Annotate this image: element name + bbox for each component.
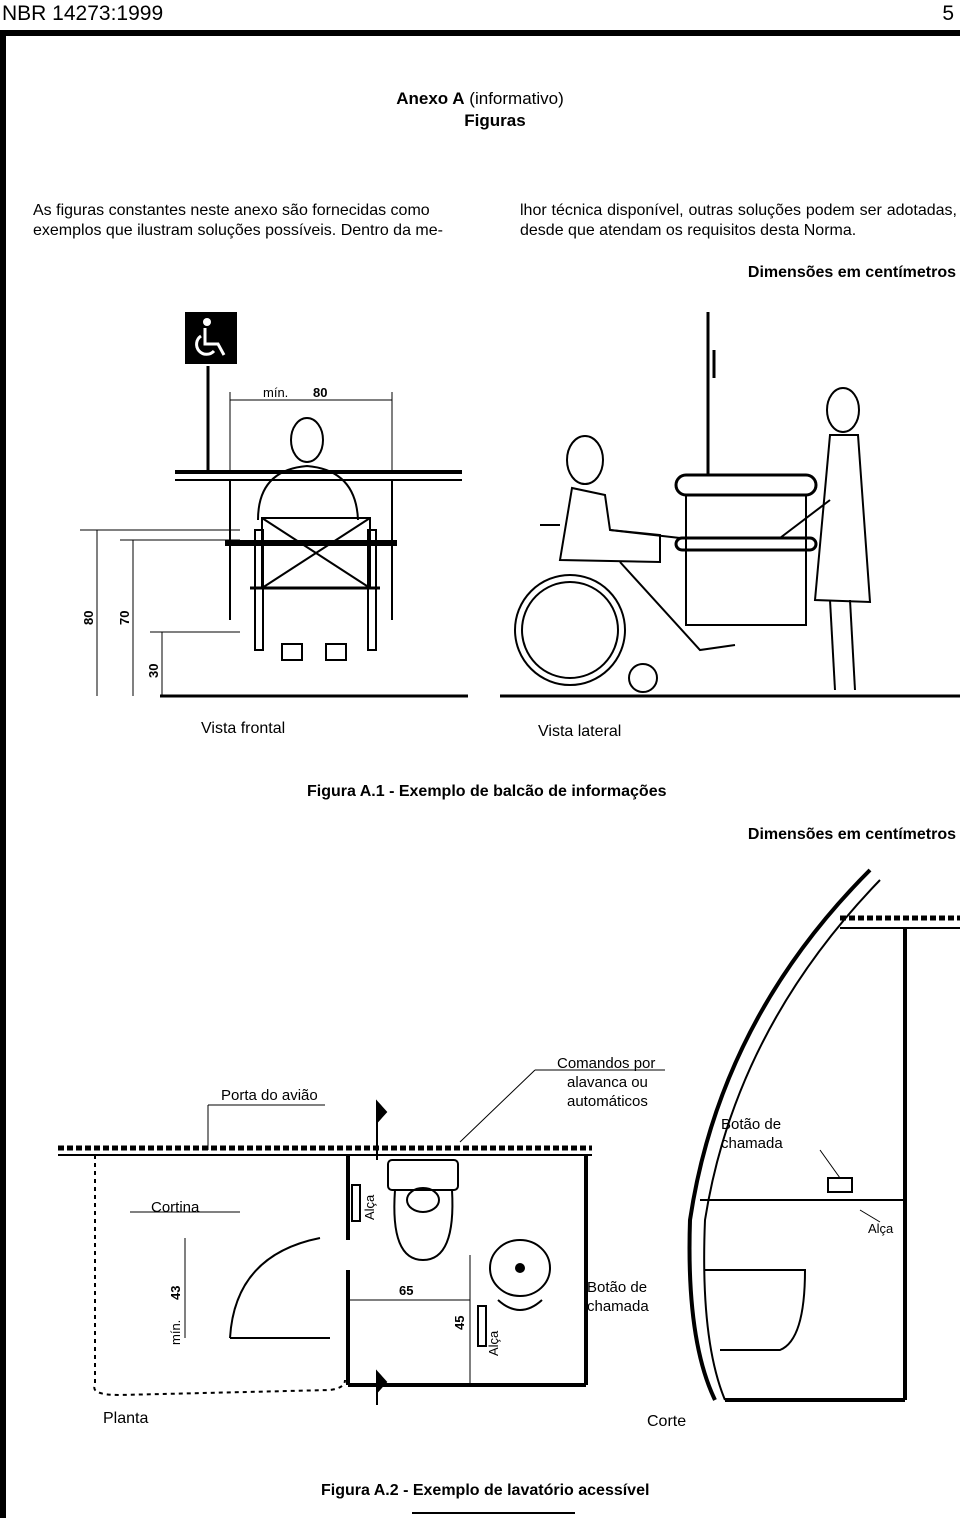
dim-height-30: 30 (146, 664, 161, 678)
label-call-button-b-line2: chamada (587, 1298, 649, 1315)
figure2-dimensions-note: Dimensões em centímetros (747, 826, 956, 843)
label-door: Porta do avião (221, 1087, 318, 1104)
dim-min-label-plan: mín. (168, 1320, 183, 1345)
intro-column-2: lhor técnica disponível, outras soluções… (520, 202, 957, 239)
label-curtain: Cortina (151, 1199, 200, 1216)
figure1-view-front: Vista frontal (201, 720, 286, 737)
label-call-button-a-line2: chamada (721, 1135, 783, 1152)
annex-label: Anexo A (396, 89, 465, 108)
label-controls-line3: automáticos (567, 1093, 648, 1110)
dim-height-70: 70 (117, 611, 132, 625)
label-call-button-b-line1: Botão de (587, 1279, 647, 1296)
dim-45: 45 (452, 1316, 467, 1330)
header-rule (0, 30, 960, 36)
dim-width-80: 80 (313, 385, 327, 400)
annex-heading: Anexo A (informativo) (0, 89, 960, 109)
label-call-button-a-line1: Botão de (721, 1116, 781, 1133)
figure2-drawing: Porta do avião Comandos por alavanca ou … (58, 868, 960, 1405)
annex-qualifier: (informativo) (469, 89, 564, 108)
figure1-caption: Figura A.1 - Exemplo de balcão de inform… (307, 783, 667, 800)
footer-rule (412, 1512, 575, 1514)
label-handle-section: Alça (868, 1221, 894, 1236)
dim-65: 65 (399, 1283, 413, 1298)
figure2-view-section: Corte (647, 1413, 687, 1430)
page-number: 5 (942, 2, 954, 25)
label-handle-plan-sink: Alça (486, 1330, 501, 1356)
figure2-view-plan: Planta (103, 1410, 149, 1427)
dim-min-label: mín. (263, 385, 288, 400)
figure1-view-side: Vista lateral (538, 723, 622, 740)
label-handle-plan-toilet: Alça (362, 1194, 377, 1220)
label-controls-line1: Comandos por (557, 1055, 655, 1072)
figure2-caption: Figura A.2 - Exemplo de lavatório acessí… (321, 1482, 650, 1499)
dim-height-80: 80 (81, 611, 96, 625)
left-margin-rule (0, 30, 6, 1518)
figure1-drawing: mín. 80 80 70 30 (80, 312, 960, 698)
figure1-dimensions-note: Dimensões em centímetros (747, 264, 956, 281)
document-standard-id: NBR 14273:1999 (2, 2, 164, 25)
annex-subtitle: Figuras (464, 111, 526, 130)
dim-43: 43 (168, 1286, 183, 1300)
wheelchair-symbol-icon (185, 312, 237, 364)
label-controls-line2: alavanca ou (567, 1074, 648, 1091)
intro-column-1: As figuras constantes neste anexo são fo… (33, 202, 443, 239)
